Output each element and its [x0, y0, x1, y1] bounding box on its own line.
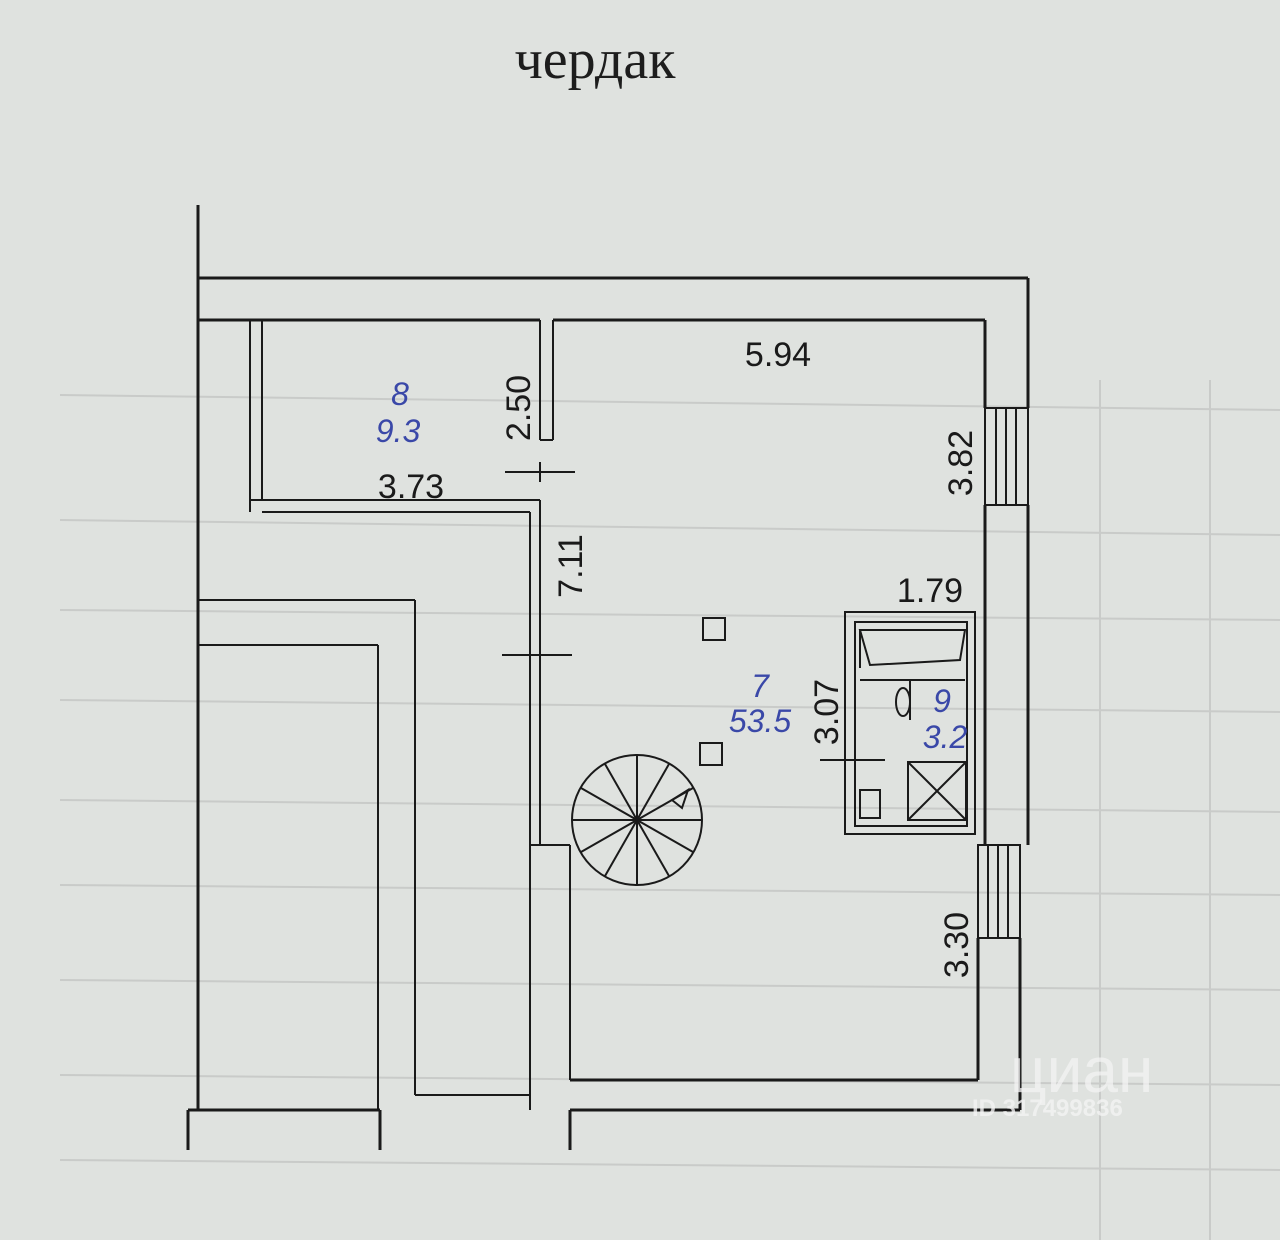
room-9-number: 9	[933, 683, 951, 719]
room-8-walls	[249, 320, 540, 513]
room-7-number: 7	[751, 668, 770, 704]
central-partition	[502, 320, 575, 1110]
spiral-staircase	[571, 754, 703, 886]
dimension-label: 7.11	[552, 534, 590, 598]
left-lower-section	[198, 599, 530, 1110]
column-lower	[699, 742, 723, 766]
exterior-walls	[186, 205, 1030, 1150]
column-upper	[702, 617, 726, 641]
window-upper-right	[984, 407, 1029, 506]
watermark-id: ID 317499836	[972, 1095, 1123, 1122]
dimension-label: 5.94	[745, 336, 811, 374]
window-lower-right	[977, 844, 1021, 939]
room-9-bathroom	[820, 611, 976, 835]
room-8-number: 8	[391, 376, 409, 412]
dimension-label: 3.82	[942, 430, 980, 496]
room-7-area: 53.5	[729, 703, 791, 739]
plan-title: чердак	[515, 29, 677, 91]
dimension-label: 3.07	[808, 679, 846, 745]
dimension-label: 2.50	[500, 375, 538, 441]
dimension-label: 1.79	[897, 572, 963, 610]
room-9-area: 3.2	[923, 719, 968, 755]
dimension-label: 3.73	[378, 468, 444, 506]
dimension-label: 3.30	[938, 912, 976, 978]
background-table-lines	[59, 380, 1280, 1240]
room-8-area: 9.3	[376, 413, 421, 449]
watermark-logo: циан	[1010, 1034, 1153, 1106]
